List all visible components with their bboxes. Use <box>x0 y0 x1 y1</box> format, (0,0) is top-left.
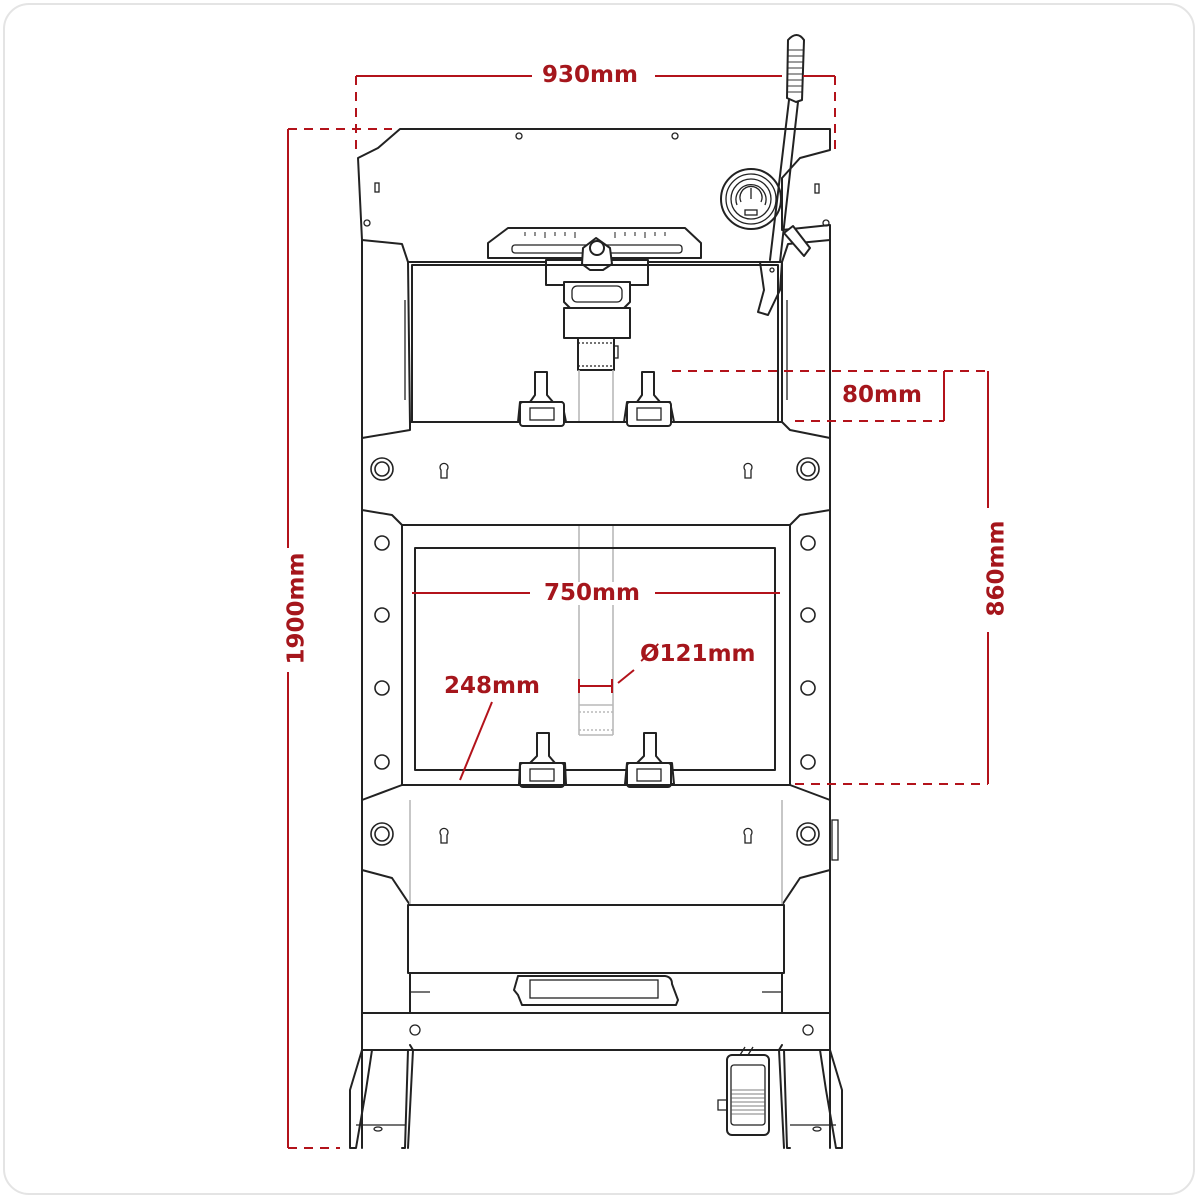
dim-ram-diameter: Ø121mm <box>634 643 762 666</box>
foot-pedal-icon <box>717 1046 770 1136</box>
lower-bed <box>361 784 839 906</box>
dim-overall-height: 1900mm <box>284 548 310 671</box>
ram-mount <box>487 227 702 311</box>
dim-bed-increment: 80mm <box>838 384 926 407</box>
upper-bed <box>361 421 831 526</box>
dim-working-height: 860mm <box>984 514 1010 623</box>
feet <box>349 1044 843 1149</box>
dimension-lines <box>287 75 989 1149</box>
pump-handle <box>757 34 811 316</box>
side-uprights <box>361 239 831 1149</box>
base-frame <box>361 904 831 1051</box>
base-crossmember <box>361 1012 831 1051</box>
bed-pins-lower <box>518 732 675 788</box>
bed-pins-upper <box>517 371 675 427</box>
dim-working-width: 750mm <box>538 582 646 605</box>
pressure-gauge-icon <box>720 168 782 230</box>
middle-frame <box>374 524 816 786</box>
dim-bed-depth: 248mm <box>438 675 546 698</box>
top-crosshead <box>357 128 831 263</box>
dim-overall-width: 930mm <box>536 64 644 87</box>
